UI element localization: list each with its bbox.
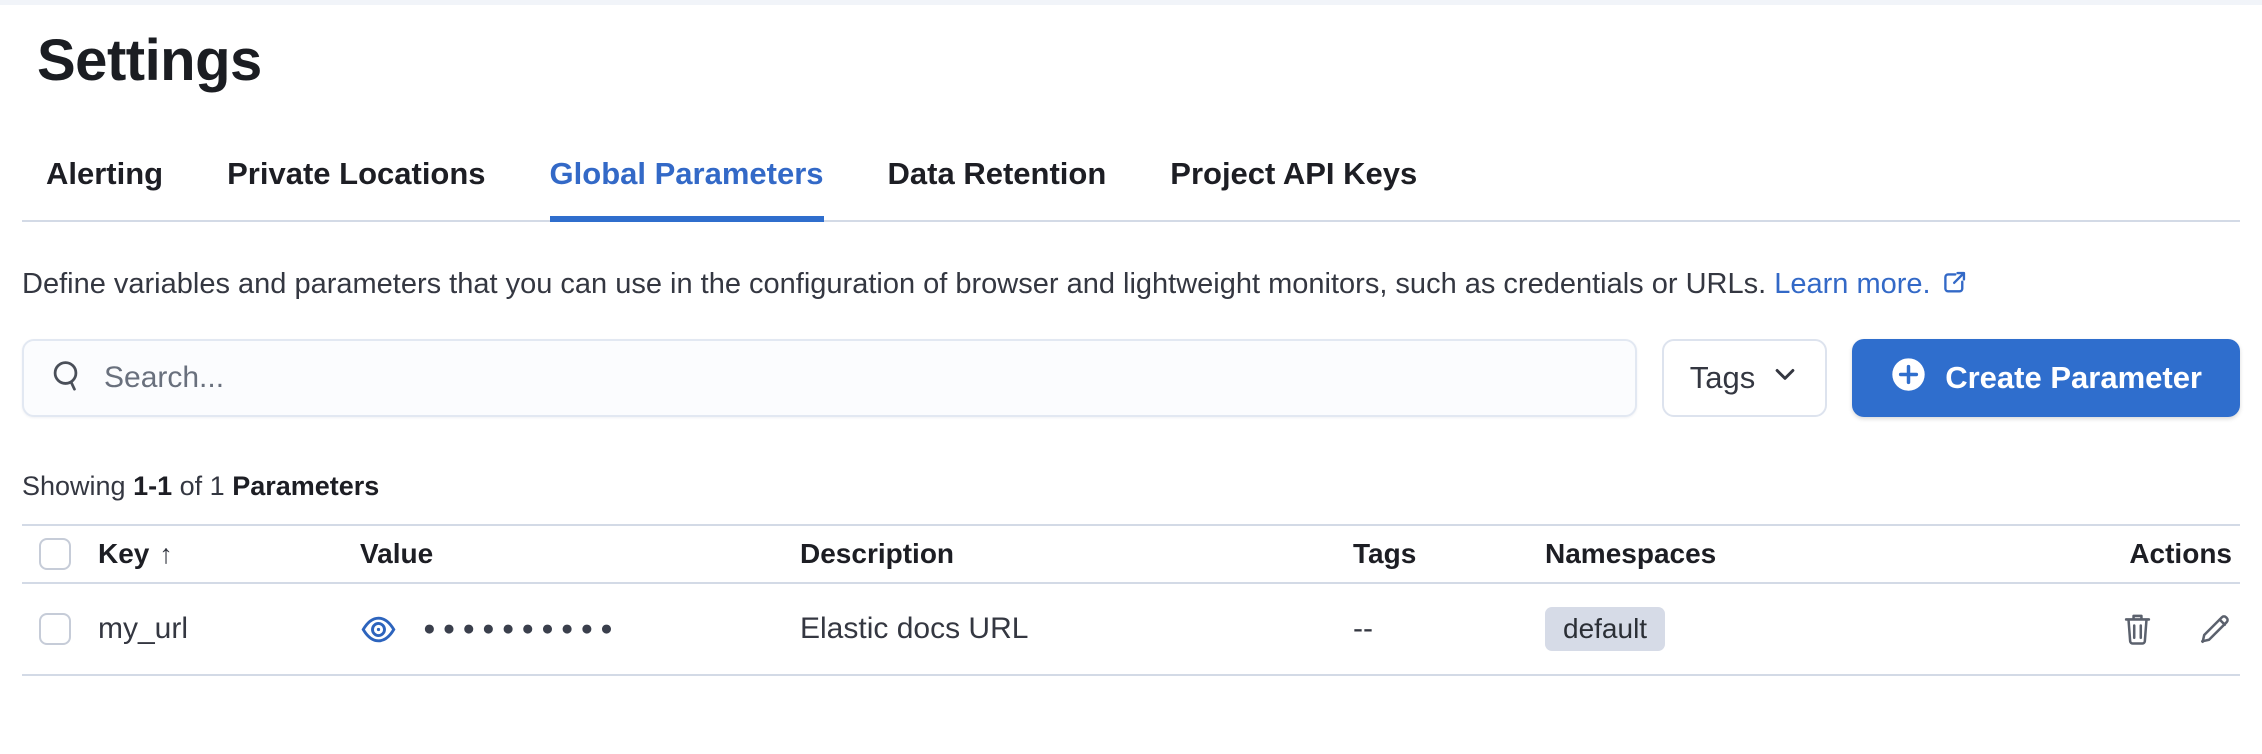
tags-filter-button[interactable]: Tags — [1661, 339, 1828, 417]
row-tags-cell: -- — [1353, 612, 1373, 645]
search-input[interactable] — [104, 361, 1609, 395]
page-title: Settings — [37, 28, 262, 93]
select-all-cell — [22, 538, 98, 570]
tags-filter-label: Tags — [1689, 360, 1756, 395]
tab-data-retention[interactable]: Data Retention — [887, 156, 1107, 191]
edit-pencil-icon[interactable] — [2197, 612, 2232, 647]
tab-private-locations[interactable]: Private Locations — [227, 156, 486, 191]
parameters-table: Key ↑ Value Description Tags Namespaces … — [22, 524, 2240, 676]
row-value-cell: ●●●●●●●●●● — [360, 611, 800, 648]
row-checkbox[interactable] — [39, 613, 71, 645]
table-header-row: Key ↑ Value Description Tags Namespaces … — [22, 524, 2240, 584]
column-header-value: Value — [360, 538, 434, 569]
learn-more-link[interactable]: Learn more. — [1774, 268, 1967, 300]
row-key-cell: my_url — [98, 612, 189, 645]
tab-bar: Alerting Private Locations Global Parame… — [22, 156, 2240, 222]
select-all-checkbox[interactable] — [39, 538, 71, 570]
page-description: Define variables and parameters that you… — [22, 260, 2222, 311]
row-namespaces-cell: default — [1545, 607, 1945, 651]
column-header-tags: Tags — [1353, 538, 1417, 569]
create-parameter-button[interactable]: Create Parameter — [1852, 339, 2240, 417]
external-link-icon — [1941, 263, 1968, 311]
create-parameter-label: Create Parameter — [1945, 360, 2202, 395]
row-select-cell — [22, 613, 98, 645]
masked-value: ●●●●●●●●●● — [423, 617, 620, 640]
delete-trash-icon[interactable] — [2120, 612, 2155, 647]
reveal-value-eye-icon[interactable] — [360, 611, 397, 648]
summary-entity: Parameters — [232, 471, 380, 501]
search-icon — [50, 359, 84, 398]
search-box[interactable] — [22, 339, 1637, 417]
tab-project-api-keys[interactable]: Project API Keys — [1170, 156, 1418, 191]
column-header-actions: Actions — [2129, 538, 2232, 569]
column-header-key[interactable]: Key ↑ — [98, 538, 173, 569]
table-row: my_url ●●●●●●●●●● Elastic docs URL -- de… — [22, 584, 2240, 676]
toolbar: Tags Create Parameter — [22, 339, 2240, 417]
sort-ascending-icon: ↑ — [159, 538, 173, 569]
tab-global-parameters[interactable]: Global Parameters — [549, 156, 824, 222]
plus-in-circle-icon — [1890, 356, 1927, 401]
column-header-namespaces: Namespaces — [1545, 538, 1717, 569]
namespace-badge: default — [1545, 607, 1666, 651]
top-divider — [0, 0, 2262, 5]
row-actions-cell — [1945, 612, 2240, 647]
row-description-cell: Elastic docs URL — [800, 612, 1029, 645]
tab-alerting[interactable]: Alerting — [46, 156, 164, 191]
chevron-down-icon — [1771, 360, 1799, 396]
description-text: Define variables and parameters that you… — [22, 268, 1767, 300]
summary-range: 1-1 — [133, 471, 173, 501]
results-summary: Showing 1-1 of 1 Parameters — [22, 471, 380, 501]
column-header-description: Description — [800, 538, 955, 569]
